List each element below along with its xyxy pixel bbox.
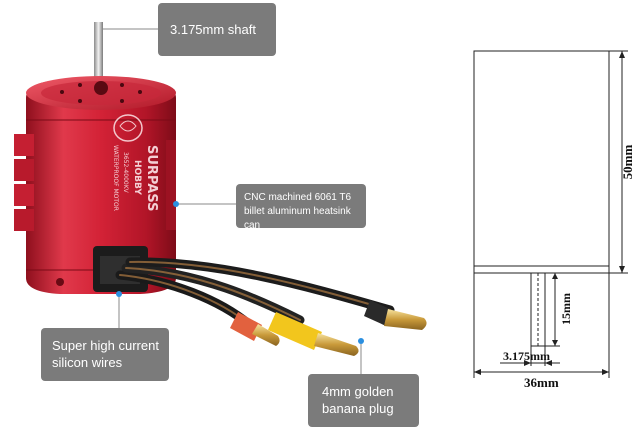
banana-plug-black — [364, 300, 427, 330]
callout-plug-line1: 4mm golden — [322, 384, 394, 399]
callout-markers — [116, 201, 364, 344]
callout-plug-line2: banana plug — [322, 401, 394, 416]
motor-label-brand: SURPASS — [144, 145, 159, 211]
callout-leaders — [103, 28, 362, 374]
callout-wires: Super high current silicon wires — [41, 328, 169, 381]
motor-can — [14, 76, 176, 294]
dim-width-label: 36mm — [524, 375, 559, 390]
callout-shaft: 3.175mm shaft — [158, 3, 276, 56]
callout-wires-line2: silicon wires — [52, 355, 123, 370]
dim-height-label: 50mm — [620, 145, 635, 180]
callout-heatsink-line2: billet aluminum heatsink can — [244, 206, 351, 231]
dimension-arrows — [474, 51, 625, 375]
callout-wires-line1: Super high current — [52, 338, 159, 353]
shaft — [94, 22, 103, 84]
dimension-drawing — [473, 50, 628, 378]
callout-banana-plug: 4mm golden banana plug — [308, 374, 419, 427]
dim-shaft-diameter-label: 3.175mm — [503, 349, 550, 363]
callout-heatsink: CNC machined 6061 T6 billet aluminum hea… — [236, 184, 366, 231]
banana-plug-yellow — [268, 312, 359, 356]
silicon-wires — [115, 257, 395, 330]
callout-shaft-text: 3.175mm shaft — [170, 22, 256, 37]
motor-label: SURPASS HOBBY 3652-4000KV WATERPROOF MOT… — [112, 145, 159, 211]
motor-label-sub3: WATERPROOF MOTOR — [112, 145, 119, 211]
motor-label-sub1: HOBBY — [132, 160, 142, 195]
dim-shaft-length-label: 15mm — [559, 293, 573, 325]
banana-plug-red — [230, 312, 280, 346]
motor-label-sub2: 3652-4000KV — [122, 152, 129, 194]
callout-heatsink-line1: CNC machined 6061 T6 — [244, 192, 352, 203]
